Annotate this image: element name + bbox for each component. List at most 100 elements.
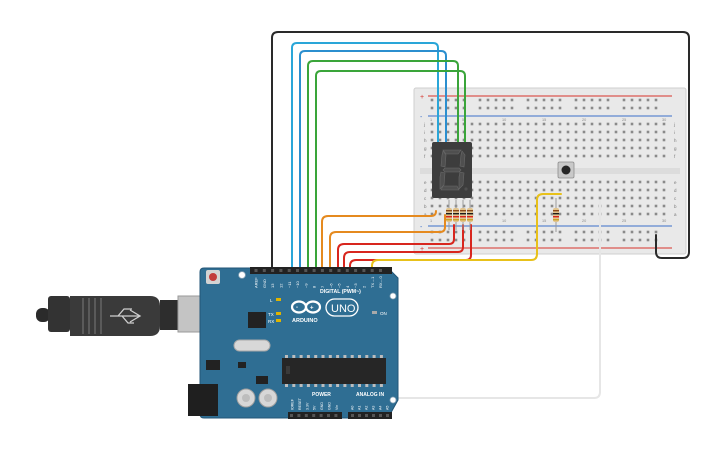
bb-hole[interactable] (494, 188, 498, 192)
bb-hole[interactable] (574, 138, 578, 142)
bb-hole[interactable] (654, 122, 658, 126)
bb-hole[interactable] (638, 204, 642, 208)
bb-hole[interactable] (558, 196, 562, 200)
bb-hole[interactable] (654, 188, 658, 192)
power-pin-hole[interactable] (297, 414, 301, 417)
bb-hole[interactable] (518, 212, 522, 216)
bb-hole[interactable] (614, 130, 618, 134)
bb-hole[interactable] (502, 122, 506, 126)
bb-hole[interactable] (534, 188, 538, 192)
bb-hole[interactable] (622, 212, 626, 216)
bb-hole[interactable] (558, 146, 562, 150)
bb-hole[interactable] (606, 180, 610, 184)
bb-hole[interactable] (558, 212, 562, 216)
bb-hole[interactable] (494, 122, 498, 126)
bb-hole[interactable] (622, 138, 626, 142)
rail-hole[interactable] (454, 238, 458, 242)
bb-hole[interactable] (614, 122, 618, 126)
bb-hole[interactable] (430, 138, 434, 142)
wire-red-pin6[interactable] (337, 224, 455, 269)
bb-hole[interactable] (494, 138, 498, 142)
bb-hole[interactable] (486, 212, 490, 216)
bb-hole[interactable] (526, 212, 530, 216)
bb-hole[interactable] (534, 146, 538, 150)
bb-hole[interactable] (494, 146, 498, 150)
bb-hole[interactable] (478, 130, 482, 134)
bb-hole[interactable] (486, 146, 490, 150)
rail-hole[interactable] (454, 98, 458, 102)
bb-hole[interactable] (502, 130, 506, 134)
bb-hole[interactable] (590, 188, 594, 192)
rail-hole[interactable] (646, 238, 650, 242)
bb-hole[interactable] (558, 180, 562, 184)
bb-hole[interactable] (598, 130, 602, 134)
digital-pin-hole[interactable] (254, 269, 258, 272)
bb-hole[interactable] (566, 212, 570, 216)
rail-hole[interactable] (486, 230, 490, 234)
bb-hole[interactable] (478, 188, 482, 192)
bb-hole[interactable] (574, 188, 578, 192)
digital-pin-hole[interactable] (354, 269, 358, 272)
rail-hole[interactable] (526, 98, 530, 102)
bb-hole[interactable] (518, 130, 522, 134)
rail-hole[interactable] (550, 98, 554, 102)
analog-pin-hole[interactable] (351, 414, 354, 417)
bb-hole[interactable] (494, 196, 498, 200)
bb-hole[interactable] (646, 180, 650, 184)
bb-hole[interactable] (478, 138, 482, 142)
bb-hole[interactable] (614, 138, 618, 142)
rail-hole[interactable] (446, 238, 450, 242)
bb-hole[interactable] (582, 180, 586, 184)
bb-hole[interactable] (470, 196, 474, 200)
rail-hole[interactable] (654, 230, 658, 234)
power-pin-hole[interactable] (327, 414, 330, 417)
bb-hole[interactable] (446, 204, 450, 208)
digital-pin-hole[interactable] (312, 269, 316, 272)
bb-hole[interactable] (558, 204, 562, 208)
rail-hole[interactable] (558, 106, 562, 110)
rail-hole[interactable] (654, 106, 658, 110)
rail-hole[interactable] (590, 98, 594, 102)
bb-hole[interactable] (654, 146, 658, 150)
bb-hole[interactable] (526, 188, 530, 192)
rail-hole[interactable] (494, 238, 498, 242)
bb-hole[interactable] (566, 180, 570, 184)
rail-hole[interactable] (486, 106, 490, 110)
bb-hole[interactable] (662, 180, 666, 184)
bb-hole[interactable] (478, 146, 482, 150)
bb-hole[interactable] (654, 130, 658, 134)
bb-hole[interactable] (614, 212, 618, 216)
bb-hole[interactable] (542, 138, 546, 142)
rail-hole[interactable] (558, 98, 562, 102)
bb-hole[interactable] (566, 130, 570, 134)
bb-hole[interactable] (446, 130, 450, 134)
rail-hole[interactable] (542, 106, 546, 110)
bb-hole[interactable] (526, 146, 530, 150)
bb-hole[interactable] (510, 188, 514, 192)
bb-hole[interactable] (622, 204, 626, 208)
digital-pin-hole[interactable] (337, 269, 341, 272)
bb-hole[interactable] (518, 154, 522, 158)
bb-hole[interactable] (566, 196, 570, 200)
rail-hole[interactable] (558, 238, 562, 242)
bb-hole[interactable] (438, 204, 442, 208)
bb-hole[interactable] (606, 138, 610, 142)
bb-hole[interactable] (630, 138, 634, 142)
bb-hole[interactable] (534, 122, 538, 126)
analog-pin-hole[interactable] (386, 414, 389, 417)
bb-hole[interactable] (486, 188, 490, 192)
bb-hole[interactable] (662, 212, 666, 216)
bb-hole[interactable] (470, 130, 474, 134)
bb-hole[interactable] (550, 130, 554, 134)
rail-hole[interactable] (574, 98, 578, 102)
bb-hole[interactable] (630, 154, 634, 158)
bb-hole[interactable] (614, 180, 618, 184)
bb-hole[interactable] (478, 204, 482, 208)
bb-hole[interactable] (598, 122, 602, 126)
bb-hole[interactable] (606, 154, 610, 158)
bb-hole[interactable] (558, 154, 562, 158)
wire-blue-pin12[interactable] (299, 50, 447, 269)
bb-hole[interactable] (630, 130, 634, 134)
rail-hole[interactable] (550, 106, 554, 110)
bb-hole[interactable] (582, 138, 586, 142)
